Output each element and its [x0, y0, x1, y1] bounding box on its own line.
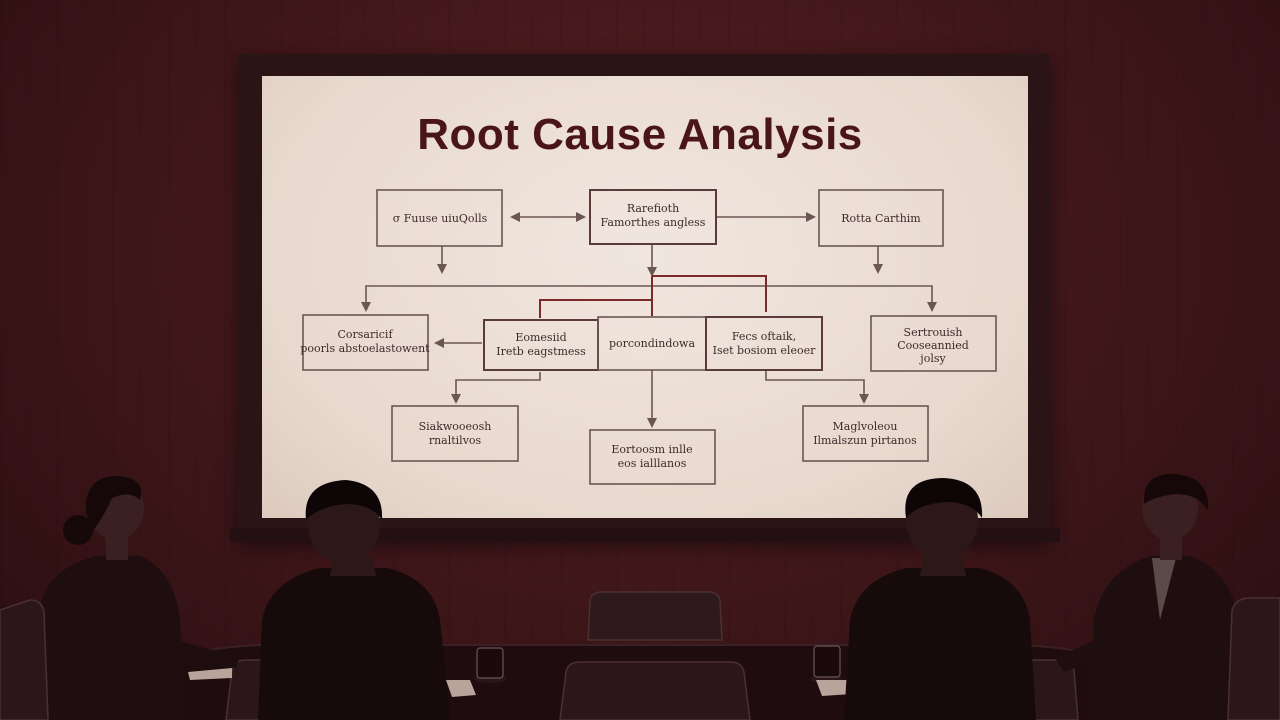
coffee-cup-right: [810, 645, 842, 683]
center-chair: [587, 591, 723, 641]
node-label: Siakwooeosh: [419, 420, 492, 433]
person-left-center: [258, 480, 450, 720]
node-label: Eortoosm inlle: [611, 443, 692, 456]
edge-to-b4: [361, 285, 442, 312]
edge-to-b8: [442, 285, 937, 312]
node-label: Rarefioth: [627, 202, 679, 215]
node-label: Famorthes angless: [601, 216, 706, 229]
node-label: porcondindowa: [609, 337, 696, 350]
node-label: eos ialllanos: [618, 457, 687, 470]
edge-to-b7: [652, 275, 767, 312]
node-label: Eomesiid: [515, 331, 566, 344]
person-right-center: [844, 478, 1036, 720]
node-label: Fecs oftaik,: [732, 330, 796, 343]
side-chair-left: [0, 599, 49, 720]
side-chair-right: [1227, 597, 1280, 720]
flowchart-node-b8: Sertrouish Cooseannied jolsy: [870, 315, 997, 372]
flowchart-node-b9: Siakwooeosh rnaltilvos: [391, 405, 519, 462]
node-label: Iretb eagstmess: [496, 345, 586, 358]
node-label: rnaltilvos: [429, 434, 482, 447]
edge-to-b11: [765, 370, 869, 404]
node-label: Sertrouish: [904, 326, 963, 339]
coffee-cup-left: [474, 647, 506, 683]
front-chair-center: [559, 661, 751, 720]
flowchart-node-b11: Maglvoleou Ilmalszun pirtanos: [802, 405, 929, 462]
flowchart-node-b4: Corsaricif poorls abstoelastowent: [300, 314, 430, 371]
flowchart-edges: [361, 212, 937, 428]
node-label: Iset bosiom eleoer: [713, 344, 816, 357]
person-far-right: [1056, 473, 1244, 720]
flowchart-node-b7: Fecs oftaik, Iset bosiom eleoer: [705, 316, 823, 371]
projection-screen: [262, 76, 1028, 518]
node-label: Cooseannied: [897, 339, 969, 352]
node-label: Corsaricif: [337, 328, 393, 341]
node-label: Maglvoleou: [833, 420, 898, 433]
flowchart-node-b3: Rotta Carthim: [818, 189, 944, 247]
paper-right: [816, 680, 852, 696]
paper-far-left: [188, 668, 232, 680]
node-label: jolsy: [918, 352, 946, 365]
slide-title: Root Cause Analysis: [417, 110, 863, 159]
node-label: σ Fuuse uiuQolls: [393, 212, 488, 225]
edge-to-b9: [451, 372, 541, 404]
person-far-left: [40, 476, 240, 720]
flowchart-node-b1: σ Fuuse uiuQolls: [376, 189, 503, 247]
screen-bottom-rail: [230, 528, 1060, 542]
node-label: Rotta Carthim: [841, 212, 921, 225]
node-label: poorls abstoelastowent: [300, 342, 430, 355]
flowchart-node-b10: Eortoosm inlle eos ialllanos: [589, 429, 716, 485]
node-label: Ilmalszun pirtanos: [813, 434, 917, 447]
paper-left: [446, 680, 476, 697]
flowchart-node-b2: Rarefioth Famorthes angless: [589, 189, 717, 245]
